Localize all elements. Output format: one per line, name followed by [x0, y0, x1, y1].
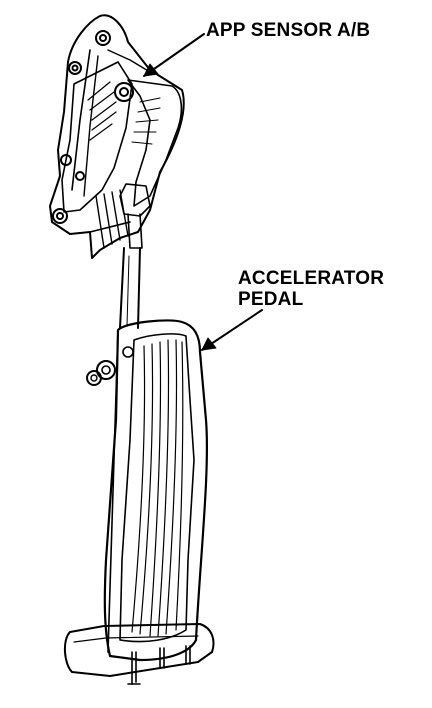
app-sensor-label-text: APP SENSOR A/B: [206, 20, 371, 41]
arrowhead-app-sensor: [143, 63, 159, 77]
pedal-arm: [119, 247, 141, 329]
accelerator-pedal-label-line1: ACCELERATOR: [238, 268, 385, 289]
app-sensor-bracket: [49, 14, 185, 259]
arrowhead-accelerator-pedal: [201, 337, 217, 351]
accelerator-pedal-label: ACCELERATOR PEDAL: [238, 268, 384, 310]
pedal-base-plate: [64, 623, 215, 685]
pedal-pad: [86, 319, 209, 662]
app-sensor-label: APP SENSOR A/B: [206, 20, 370, 41]
leader-lines: [143, 33, 263, 351]
accelerator-pedal-label-line2: PEDAL: [238, 289, 304, 310]
